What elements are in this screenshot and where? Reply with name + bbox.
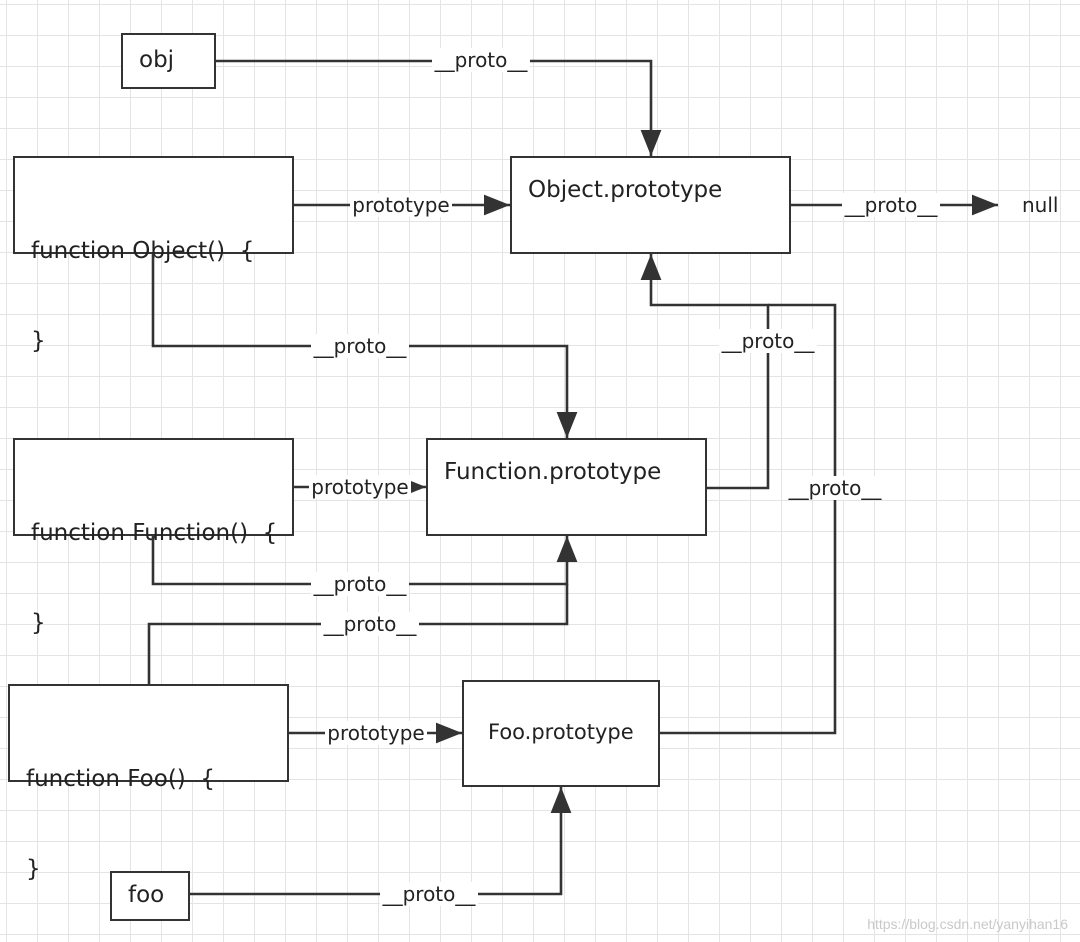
edge-fooproto-objectproto [660, 303, 837, 735]
object-constructor-node: function Object() { } [13, 156, 294, 354]
foo-prototype-node: Foo.prototype [462, 680, 660, 787]
edge-obj-proto [216, 59, 662, 156]
null-label: null [1022, 193, 1059, 217]
foo-prototype-label: Foo.prototype [488, 720, 634, 744]
edge-label-functionproto-objectproto: __proto__ [721, 329, 816, 353]
edge-label-foo-function-proto: __proto__ [323, 612, 418, 636]
obj-node: obj [121, 33, 216, 89]
edge-functionproto-objectproto [640, 254, 770, 490]
edge-label-function-prototype: prototype [311, 475, 408, 499]
function-constructor-line-1: function Function() { [31, 520, 278, 546]
foo-constructor-line-1: function Foo() { [26, 766, 216, 792]
object-prototype-node: Object.prototype [510, 156, 791, 254]
edge-label-foo-prototype: prototype [327, 721, 424, 745]
edge-label-obj-proto: __proto__ [434, 48, 529, 72]
foo-instance-node: foo [110, 871, 190, 921]
edge-label-fooproto-objectproto: __proto__ [788, 476, 883, 500]
object-prototype-label: Object.prototype [528, 177, 723, 203]
function-constructor-line-2: } [31, 610, 46, 636]
object-constructor-line-1: function Object() { [31, 238, 255, 264]
foo-constructor-node: function Foo() { } [8, 684, 289, 882]
function-constructor-node: function Function() { } [13, 438, 294, 636]
obj-label: obj [139, 47, 175, 73]
foo-instance-label: foo [128, 882, 165, 908]
edge-label-function-function-proto: __proto__ [313, 572, 408, 596]
edge-fooinstance-fooproto [190, 787, 572, 896]
foo-constructor-line-2: } [26, 856, 41, 882]
watermark: https://blog.csdn.net/yanyihan16 [867, 916, 1068, 932]
edge-label-object-function-proto: __proto__ [313, 334, 408, 358]
edge-label-object-prototype: prototype [352, 193, 449, 217]
function-prototype-label: Function.prototype [444, 459, 662, 485]
function-prototype-node: Function.prototype [426, 438, 707, 536]
edge-label-objectproto-null: __proto__ [844, 193, 939, 217]
object-constructor-line-2: } [31, 328, 46, 354]
edge-label-fooinstance-fooproto: __proto__ [382, 882, 477, 906]
